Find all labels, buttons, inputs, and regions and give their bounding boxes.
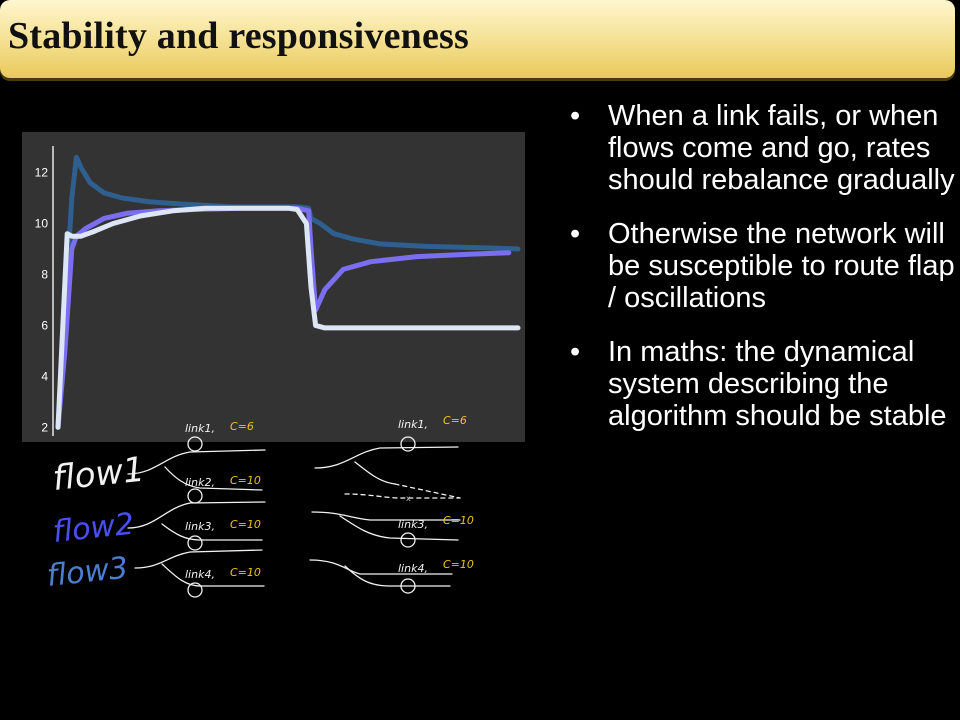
right-flow1-path [314,446,459,469]
chart-background [22,132,525,442]
flow2-branch [161,523,263,541]
link-label: link4, [398,562,428,575]
capacity-label: C=10 [443,514,474,527]
link-label: link1, [185,422,215,435]
capacity-label: C=10 [230,474,261,487]
bullet-text: When a link fails, or when flows come an… [608,100,955,196]
failed-link-mark: x [406,494,411,503]
right-flow2-path [311,511,461,521]
flow3-path [134,549,263,569]
flow-label: flow1 [51,450,147,499]
bullet-dot: • [570,336,581,368]
slide-title: Stability and responsiveness [8,15,470,57]
bullet-dot: • [570,218,581,250]
capacity-label: C=10 [230,518,261,531]
right-flow1-branch [354,461,396,485]
link1-node [187,436,203,452]
capacity-label: C=6 [230,420,254,433]
right-link4-node [400,578,416,594]
y-tick-label: 6 [41,318,48,332]
bullet-item: • In maths: the dynamical system describi… [570,336,955,432]
bullet-dot: • [570,100,581,132]
y-tick-label: 10 [35,217,49,231]
title-bar: Stability and responsiveness [0,0,955,78]
capacity-label: C=10 [230,566,261,579]
y-tick-label: 2 [41,420,48,434]
flow2-path [127,501,266,529]
chart-series [55,154,521,430]
link-label: link3, [185,520,215,533]
y-tick-label: 12 [35,166,49,180]
y-tick-label: 8 [41,267,48,281]
link-label: link4, [185,568,215,581]
bullet-item: • When a link fails, or when flows come a… [570,100,955,196]
flow1-path [127,449,266,475]
rate-chart-svg: 12 10 8 6 4 2 [22,132,525,442]
series-line-3 [55,205,521,430]
right-link1-node [400,436,416,452]
link3-node [187,535,203,551]
right-flow3-path [309,559,453,575]
flow-label: flow2 [51,507,136,550]
bullet-text: Otherwise the network will be susceptibl… [608,218,955,314]
link-label: link2, [185,476,215,489]
right-link2-failed-2 [344,493,461,499]
capacity-label: C=6 [443,414,467,427]
right-link3-node [400,532,416,548]
flow1-branch [164,466,263,491]
y-tick-label: 4 [41,369,48,383]
link-label: link1, [398,418,428,431]
flow-label: flow3 [45,551,130,594]
bullet-list: • When a link fails, or when flows come a… [570,100,955,454]
link2-node [187,488,203,504]
right-link2-failed [394,483,461,499]
right-flow2-branch [339,515,459,541]
rate-chart: 12 10 8 6 4 2 [22,132,525,442]
right-flow3-branch [344,565,451,587]
bullet-text: In maths: the dynamical system describin… [608,336,947,432]
capacity-label: C=10 [443,558,474,571]
bullet-item: • Otherwise the network will be susceptib… [570,218,955,314]
link4-node [187,582,203,598]
y-tick-labels: 12 10 8 6 4 2 [35,166,49,435]
link-label: link3, [398,518,428,531]
